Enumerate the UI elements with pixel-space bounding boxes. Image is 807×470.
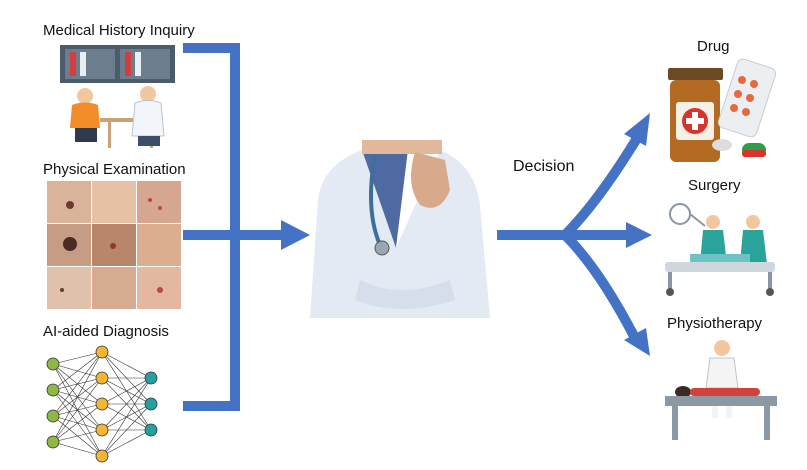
nn-node [46, 435, 60, 449]
nn-edge [101, 403, 152, 457]
nn-node [95, 371, 109, 385]
input-label-physical-examination: Physical Examination [43, 161, 186, 178]
nn-edge [101, 377, 152, 457]
nn-edge [52, 351, 103, 365]
output-label-drug: Drug [697, 38, 730, 55]
nn-node [46, 357, 60, 371]
nn-node [46, 383, 60, 397]
nn-node [144, 423, 158, 437]
thinking-doctor-image [310, 140, 490, 318]
nn-edge [52, 351, 103, 443]
nn-edge [52, 403, 103, 443]
nn-edge [52, 377, 103, 443]
output-label-physiotherapy: Physiotherapy [667, 315, 763, 332]
nn-edge [101, 429, 152, 457]
nn-node [95, 449, 109, 463]
massage-therapy-icon [665, 340, 777, 440]
surgery-team-icon [665, 203, 775, 296]
input-label-medical-history: Medical History Inquiry [43, 22, 195, 39]
nn-node [144, 371, 158, 385]
medicine-bottle-pills-icon [668, 58, 777, 162]
decision-label: Decision [513, 158, 575, 175]
nn-edge [101, 351, 152, 379]
output-label-surgery: Surgery [688, 177, 741, 194]
nn-edge [52, 429, 103, 443]
neural-network-icon [46, 345, 158, 463]
doctor-patient-consultation-icon [58, 42, 178, 150]
nn-node [95, 423, 109, 437]
input-connector [183, 43, 310, 411]
nn-edge [101, 377, 152, 405]
nn-node [95, 345, 109, 359]
nn-node [144, 397, 158, 411]
skin-lesion-photo-grid [47, 181, 181, 309]
nn-edge [52, 441, 103, 457]
nn-edge [52, 351, 103, 391]
nn-edge [101, 377, 152, 431]
decision-arrows [497, 113, 652, 356]
nn-edge [52, 351, 103, 417]
nn-node [95, 397, 109, 411]
nn-node [46, 409, 60, 423]
input-label-ai-diagnosis: AI-aided Diagnosis [43, 323, 169, 340]
